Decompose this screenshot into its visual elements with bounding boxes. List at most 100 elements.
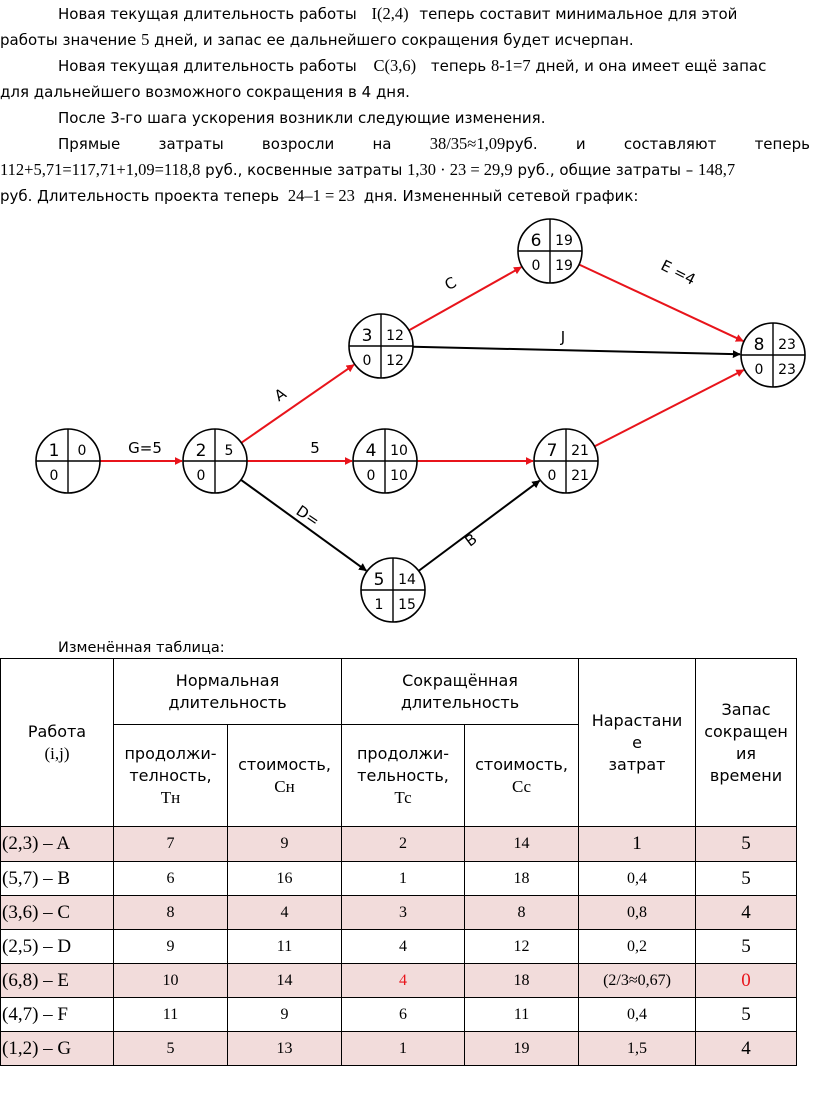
paragraph-1-line-1: Новая текущая длительность работы I(2,4)… [58,4,737,24]
table-row: (1,2) – G 5 13 1 19 1,5 4 [0,1031,798,1066]
edge-3-8 [412,345,741,359]
cell-growth: 1 [578,826,697,862]
cell-reserve: 4 [695,895,798,930]
cell-cn: 4 [226,895,343,930]
node-number: 6 [531,231,542,251]
cell-cc: 19 [464,1031,580,1066]
edge-label-1-2: G=5 [128,439,162,457]
table-row: (6,8) – E 10 14 4 18 (2/3≈0,67) 0 [0,963,798,998]
header-reserve-line: сокращен [704,721,788,741]
value: 112+5,71=117,71+1,09=118,8 [0,160,201,179]
cell-tn: 8 [113,895,228,930]
cell-tc: 4 [341,929,466,964]
table-row: (5,7) – B 6 16 1 18 0,4 5 [0,861,798,896]
edge-2-5 [240,478,367,572]
word: затраты [158,135,224,153]
cell-tc: 2 [341,826,466,862]
cell-work: (6,8) – E [0,963,114,998]
cell-tn: 7 [113,826,228,862]
header-work-code: (i,j) [44,743,70,763]
word: составляют [623,135,717,153]
text: теперь [430,57,487,75]
header-work: Работа (i,j) [0,658,114,827]
node-slack: 0 [755,362,764,378]
cell-reserve: 5 [695,997,798,1032]
cell-reserve: 5 [695,929,798,964]
node-number: 2 [196,441,207,461]
cell-tn: 10 [113,963,228,998]
text: руб. Длительность проекта теперь [0,187,280,205]
work-code: С(3,6) [373,56,417,75]
cell-cn: 9 [226,826,343,862]
value: 8-1=7 [491,56,531,75]
header-symbol: Тс [394,787,412,807]
node-slack: 0 [367,468,376,484]
cell-growth: 1,5 [578,1031,697,1066]
header-growth-line: Нарастани [591,710,683,730]
cell-work: (2,3) – A [0,826,114,862]
header-reserve-line: времени [709,765,783,785]
paragraph-3: После 3-го шага ускорения возникли следу… [58,108,545,128]
text: руб., общие затраты – [517,161,694,179]
paragraph-2-line-1: Новая текущая длительность работы С(3,6)… [58,56,766,76]
edge-label-3-6: C [441,273,459,294]
node-late-time: 12 [386,353,404,369]
node-early-time: 10 [390,443,408,459]
word: на [372,135,392,153]
cell-growth: 0,2 [578,929,697,964]
cell-cc: 8 [464,895,580,930]
cell-reserve: 5 [695,826,798,862]
cell-work: (1,2) – G [0,1031,114,1066]
node-early-time: 14 [398,572,416,588]
cell-growth: 0,4 [578,861,697,896]
paragraph-4-line-1: Прямые затраты возросли на 38/35≈1,09руб… [58,134,810,154]
node-late-time: 21 [571,468,589,484]
cell-tn: 6 [113,861,228,896]
cell-cc: 11 [464,997,580,1032]
header-symbol: Сн [274,776,295,796]
text: работы значение [0,31,137,49]
node-late-time: 15 [398,597,416,613]
cell-reserve: 4 [695,1031,798,1066]
edge-label-2-3: A [271,384,290,405]
header-reserve-line: Запас [721,699,771,719]
cell-growth: 0,8 [578,895,697,930]
cell-tc: 3 [341,895,466,930]
header-line: стоимость, [238,754,331,774]
edge-label-2-4: 5 [310,439,320,457]
header-symbol: Сс [511,776,532,796]
work-code: I(2,4) [371,4,409,23]
text: руб., косвенные затраты [205,161,403,179]
cell-tc: 1 [341,1031,466,1066]
paragraph-4-line-2: 112+5,71=117,71+1,09=118,8 руб., косвенн… [0,160,735,180]
node-slack: 0 [363,353,372,369]
cell-reserve: 0 [695,963,798,998]
node-early-time: 21 [571,443,589,459]
cell-cn: 11 [226,929,343,964]
node-number: 3 [362,326,373,346]
header-normal-cost: стоимость, Сн [226,724,343,827]
edge-label-3-8: J [560,328,565,346]
node-slack: 0 [197,468,206,484]
header-reserve: Запас сокращен ия времени [695,658,798,827]
edge-3-6 [408,266,522,332]
cell-work: (3,6) – C [0,895,114,930]
cell-tn: 9 [113,929,228,964]
cell-cc: 12 [464,929,580,964]
word: возросли [261,135,335,153]
node-late-time: 10 [390,468,408,484]
node-late-time: 23 [778,362,796,378]
edge-5-7 [418,479,541,572]
header-work-title: Работа [27,721,87,741]
text: Новая текущая длительность работы [58,57,357,75]
header-normal: Нормальная длительность [112,658,343,725]
edge-label-2-5: D= [293,502,323,530]
text: После 3-го шага ускорения возникли следу… [58,109,546,127]
value: 24–1 = 23 [287,186,355,205]
header-line: тельность, [357,765,449,785]
